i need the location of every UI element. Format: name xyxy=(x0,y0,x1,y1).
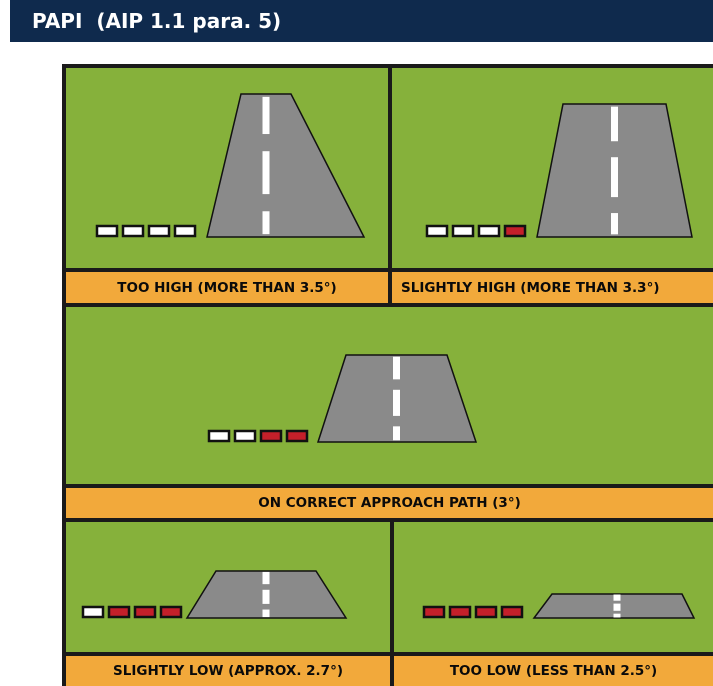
papi-light-white xyxy=(425,224,449,238)
runway-centerline-dash xyxy=(611,213,618,235)
runway-centerline-dash xyxy=(393,426,400,441)
papi-light-white xyxy=(95,224,119,238)
label-too-low: TOO LOW (LESS THAN 2.5°) xyxy=(394,656,713,686)
runway-centerline-dash xyxy=(613,594,621,601)
papi-scene-slightly-low xyxy=(81,570,348,619)
papi-light-white xyxy=(477,224,501,238)
runway-too-high xyxy=(206,93,366,238)
papi-light-white xyxy=(233,429,257,443)
papi-light-red xyxy=(448,605,472,619)
papi-scene-too-low xyxy=(422,593,696,619)
papi-light-red xyxy=(422,605,446,619)
label-slightly-low: SLIGHTLY LOW (APPROX. 2.7°) xyxy=(66,656,390,686)
runway-centerline-dash xyxy=(262,151,270,195)
papi-light-red xyxy=(285,429,309,443)
papi-light-white xyxy=(207,429,231,443)
papi-diagram-frame: TOO HIGH (MORE THAN 3.5°) SLIGHTLY HIGH … xyxy=(62,64,713,686)
panel-slightly-high xyxy=(392,68,713,268)
runway-centerline-dash xyxy=(262,211,270,235)
runway-centerline-dash xyxy=(262,571,270,585)
papi-light-white xyxy=(121,224,145,238)
runway-centerline-dash xyxy=(613,603,621,611)
papi-light-red xyxy=(474,605,498,619)
papi-light-red xyxy=(107,605,131,619)
papi-scene-slightly-high xyxy=(425,103,693,238)
panel-slightly-low xyxy=(66,522,390,652)
runway-centerline-dash xyxy=(393,389,400,416)
panel-too-high xyxy=(66,68,388,268)
panel-on-path xyxy=(66,307,713,484)
papi-light-white xyxy=(147,224,171,238)
label-on-path: ON CORRECT APPROACH PATH (3°) xyxy=(66,488,713,518)
runway-centerline-dash xyxy=(262,609,270,618)
runway-centerline-dash xyxy=(262,96,270,135)
papi-light-red xyxy=(259,429,283,443)
papi-light-white xyxy=(173,224,197,238)
papi-scene-too-high xyxy=(95,93,366,238)
papi-scene-on-path xyxy=(207,354,478,443)
papi-light-red xyxy=(159,605,183,619)
runway-centerline-dash xyxy=(611,106,618,142)
papi-light-red xyxy=(503,224,527,238)
label-slightly-high: SLIGHTLY HIGH (MORE THAN 3.3°) xyxy=(392,272,713,303)
runway-centerline-dash xyxy=(611,157,618,198)
runway-centerline-dash xyxy=(262,589,270,604)
papi-light-white xyxy=(451,224,475,238)
label-too-high: TOO HIGH (MORE THAN 3.5°) xyxy=(66,272,388,303)
papi-light-red xyxy=(500,605,524,619)
page-title: PAPI (AIP 1.1 para. 5) xyxy=(10,0,713,42)
papi-light-white xyxy=(81,605,105,619)
papi-light-red xyxy=(133,605,157,619)
panel-too-low xyxy=(394,522,713,652)
runway-centerline-dash xyxy=(393,356,400,380)
runway-centerline-dash xyxy=(613,613,621,618)
